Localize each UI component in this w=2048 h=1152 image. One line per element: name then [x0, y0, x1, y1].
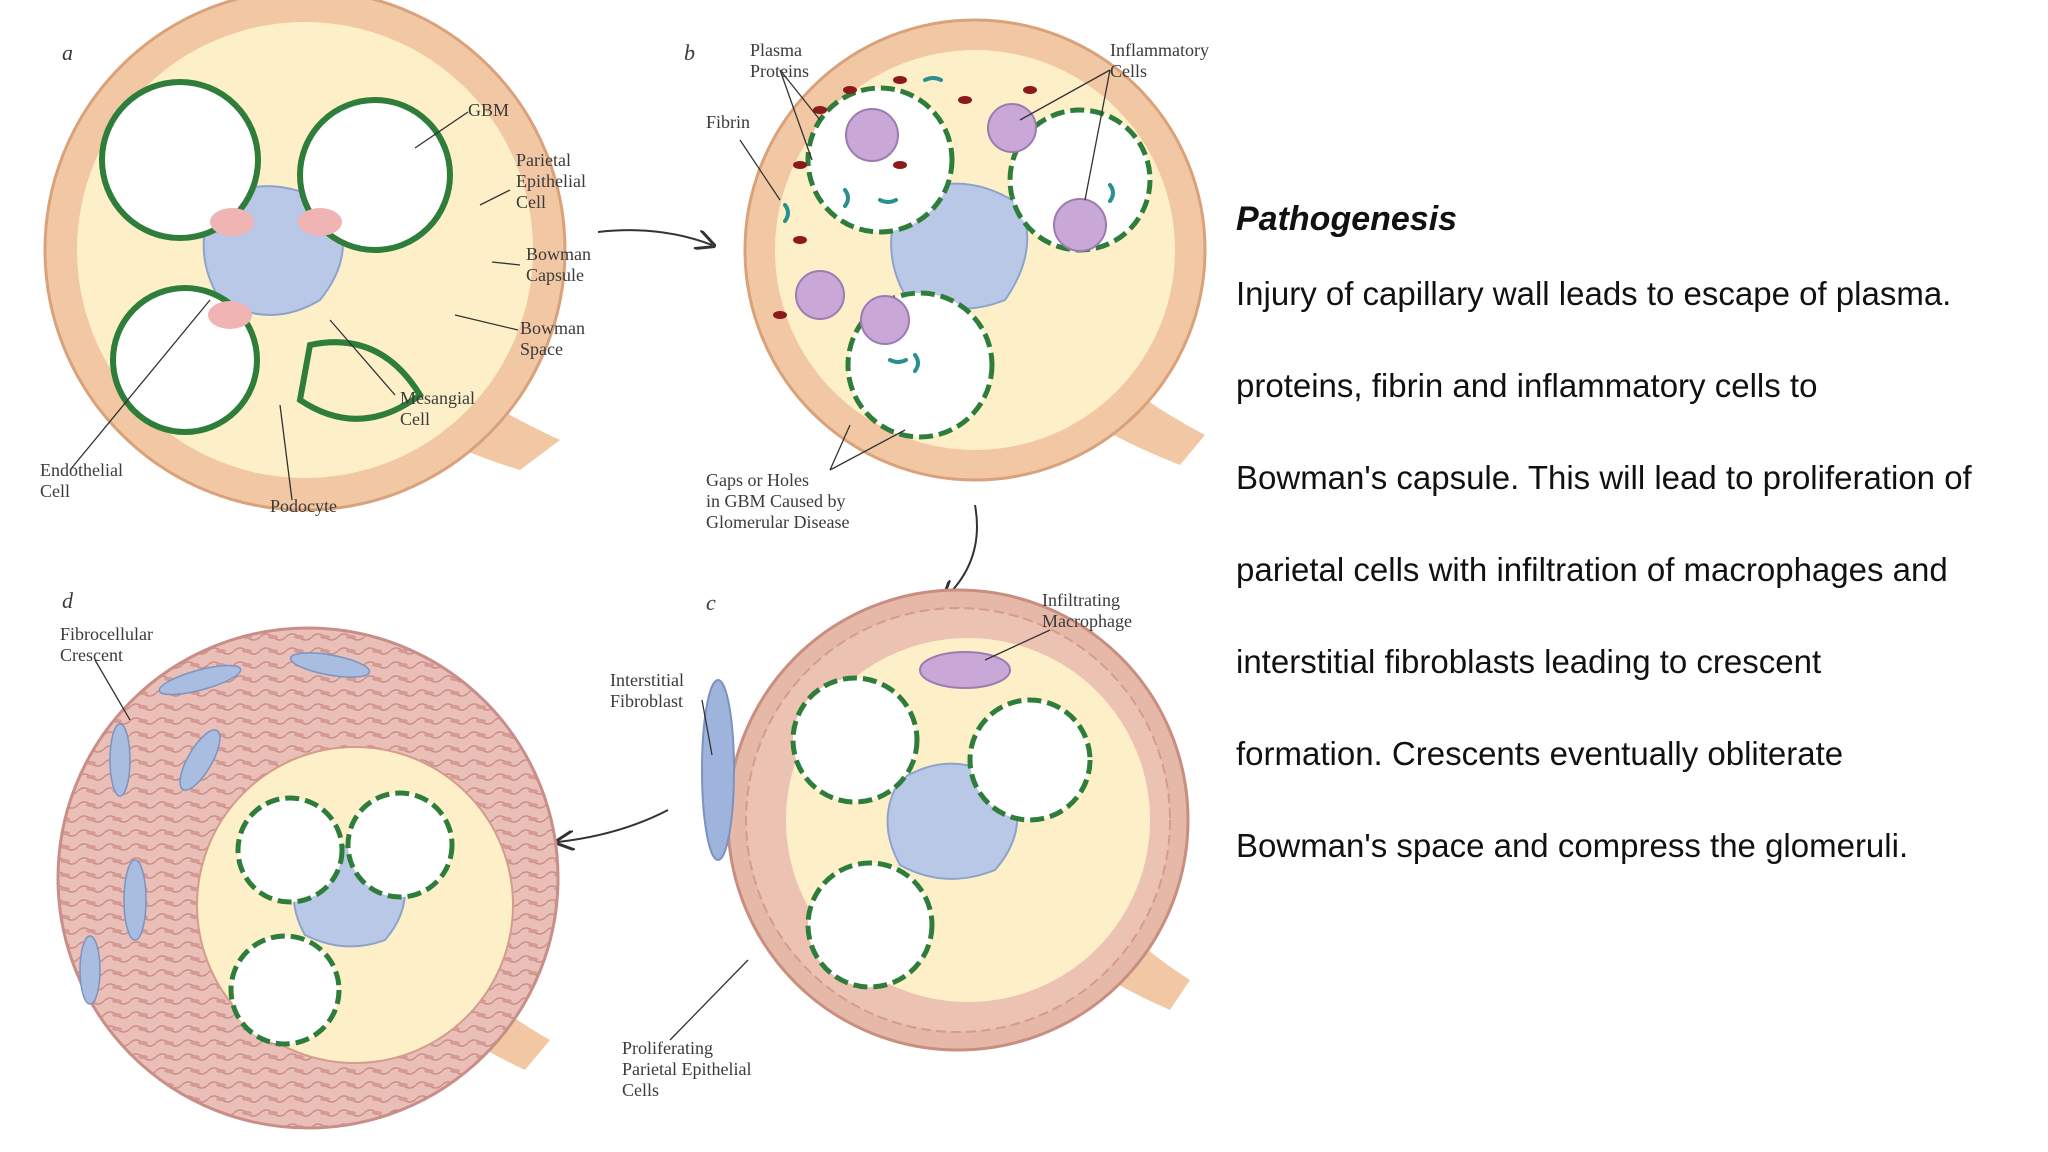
label-prolif-3: Cells: [622, 1080, 659, 1100]
label-gaps-2: in GBM Caused by: [706, 491, 846, 511]
label-fibrin: Fibrin: [706, 112, 750, 132]
infiltrating-macrophage: [919, 651, 1011, 689]
pathogenesis-text: Pathogenesis Injury of capillary wall le…: [1236, 200, 2036, 911]
label-capsule-1: Bowman: [526, 244, 591, 264]
label-gaps-3: Glomerular Disease: [706, 512, 849, 532]
body-line-7: Bowman's space and compress the glomerul…: [1236, 827, 1909, 864]
body-line-3: Bowman's capsule. This will lead to prol…: [1236, 459, 1972, 496]
arrow-b-to-c: [945, 504, 978, 598]
label-parietal-2: Epithelial: [516, 171, 586, 191]
label-crescent-2: Crescent: [60, 645, 123, 665]
capillary-loops: [228, 790, 455, 1047]
endothelial-cells: [208, 208, 342, 329]
label-gbm: GBM: [468, 100, 509, 120]
arrow-c-to-d: [558, 809, 669, 842]
label-space-2: Space: [520, 339, 563, 359]
panel-letter-d: d: [62, 588, 74, 613]
body-line-1: Injury of capillary wall leads to escape…: [1236, 275, 1952, 312]
panel-c: c Infiltrating Macrophage Interstitial F…: [610, 588, 1190, 1100]
label-fibro-1: Interstitial: [610, 670, 684, 690]
panel-a: a GBM Parietal Epitheli: [40, 0, 591, 516]
body-line-4: parietal cells with infiltration of macr…: [1236, 551, 1948, 588]
leader-lines-b: [739, 69, 1111, 471]
panel-letter-a: a: [62, 40, 73, 65]
label-endothelial-2: Cell: [40, 481, 70, 501]
label-capsule-2: Capsule: [526, 265, 584, 285]
panel-letter-c: c: [706, 590, 716, 615]
label-prolif-1: Proliferating: [622, 1038, 713, 1058]
capillary-loops: [790, 675, 1093, 990]
leader-line-crescent: [94, 659, 131, 721]
leader-lines-a: [69, 111, 521, 501]
label-prolif-2: Parietal Epithelial: [622, 1059, 751, 1079]
panel-d: d Fibrocellular Crescent: [56, 588, 560, 1130]
label-podocyte: Podocyte: [270, 496, 337, 516]
label-inflam-1: Inflammatory: [1110, 40, 1209, 60]
label-fibro-2: Fibroblast: [610, 691, 683, 711]
body-line-6: formation. Crescents eventually oblitera…: [1236, 735, 1844, 772]
arrow-a-to-b: [597, 229, 712, 245]
label-crescent-1: Fibrocellular: [60, 624, 153, 644]
panel-letter-b: b: [684, 40, 695, 65]
label-macro-1: Infiltrating: [1042, 590, 1120, 610]
label-plasma-2: Proteins: [750, 61, 809, 81]
fibrin-strands: [783, 76, 1115, 373]
body-line-5: interstitial fibroblasts leading to cres…: [1236, 643, 1822, 680]
label-gaps-1: Gaps or Holes: [706, 470, 809, 490]
label-plasma-1: Plasma: [750, 40, 802, 60]
label-inflam-2: Cells: [1110, 61, 1147, 81]
label-parietal-3: Cell: [516, 192, 546, 212]
crescent-fibroblasts: [79, 652, 371, 1005]
body-line-2: proteins, fibrin and inflammatory cells …: [1236, 367, 1818, 404]
label-macro-2: Macrophage: [1042, 611, 1132, 631]
panel-b: b: [684, 18, 1209, 532]
inflammatory-cells: [795, 103, 1107, 345]
interstitial-fibroblast: [701, 679, 735, 861]
leader-lines-c: [669, 629, 1051, 1041]
glomerulus-figure: a GBM Parietal Epitheli: [40, 0, 1209, 1130]
red-blood-cells: [773, 76, 1037, 319]
label-mesangial-2: Cell: [400, 409, 430, 429]
label-space-1: Bowman: [520, 318, 585, 338]
label-endothelial-1: Endothelial: [40, 460, 123, 480]
label-mesangial-1: Mesangial: [400, 388, 475, 408]
label-parietal-1: Parietal: [516, 150, 571, 170]
pathogenesis-title: Pathogenesis: [1236, 200, 1458, 238]
